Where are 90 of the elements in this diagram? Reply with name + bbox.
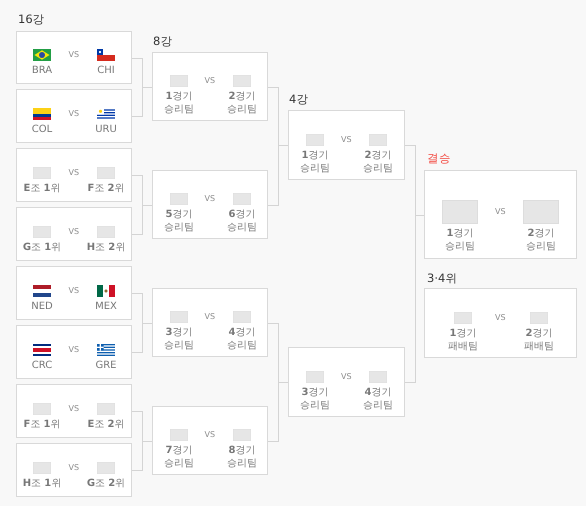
- connector-line: [142, 205, 152, 206]
- team-label: 1경기 승리팀: [164, 90, 194, 116]
- connector-line: [268, 323, 279, 383]
- team-label: 4경기 승리팀: [363, 386, 393, 412]
- match-box: [424, 170, 577, 259]
- team-label: 1경기 패배팀: [448, 327, 478, 353]
- connector-line: [132, 441, 143, 471]
- vs-label: VS: [495, 207, 506, 217]
- connector-line: [268, 145, 279, 206]
- vs-label: VS: [68, 50, 80, 60]
- match-box: [16, 89, 132, 143]
- team-label: GRE: [95, 359, 116, 372]
- team-label: F조 1위: [24, 418, 60, 431]
- round-heading: 16강: [18, 12, 45, 27]
- match-box: [424, 288, 577, 358]
- match-box: [16, 266, 132, 320]
- connector-line: [278, 382, 288, 383]
- connector-line: [142, 87, 152, 88]
- connector-line: [404, 215, 416, 383]
- team-label: F조 2위: [88, 182, 124, 195]
- match-box: [16, 384, 132, 438]
- match-box: [16, 207, 132, 261]
- team-label: 1경기 승리팀: [445, 227, 475, 253]
- connector-line: [132, 293, 143, 324]
- team-label: NED: [31, 300, 53, 313]
- vs-label: VS: [204, 194, 216, 204]
- team-label: H조 2위: [86, 241, 126, 254]
- connector-line: [132, 323, 143, 353]
- vs-label: VS: [68, 168, 80, 178]
- connector-line: [404, 145, 416, 216]
- team-label: 2경기 패배팀: [524, 327, 554, 353]
- team-label: CRC: [32, 359, 52, 372]
- vs-label: VS: [341, 135, 352, 145]
- connector-line: [132, 87, 143, 117]
- round-heading: 3·4위: [427, 271, 458, 286]
- team-label: 3경기 승리팀: [164, 326, 194, 352]
- round-heading: 4강: [289, 92, 308, 107]
- team-label: BRA: [32, 64, 52, 77]
- connector-line: [142, 441, 152, 442]
- connector-line: [132, 205, 143, 235]
- vs-label: VS: [341, 372, 352, 382]
- team-label: URU: [95, 123, 117, 136]
- team-label: H조 1위: [22, 477, 62, 490]
- team-label: 3경기 승리팀: [300, 386, 330, 412]
- connector-line: [268, 87, 279, 146]
- team-label: E조 1위: [24, 182, 60, 195]
- vs-label: VS: [204, 312, 216, 322]
- vs-label: VS: [495, 313, 506, 323]
- match-box: [152, 406, 268, 475]
- team-label: CHI: [97, 64, 115, 77]
- match-box: [152, 170, 268, 239]
- vs-label: VS: [68, 463, 80, 473]
- connector-line: [132, 175, 143, 206]
- team-label: G조 1위: [22, 241, 62, 254]
- team-label: 8경기 승리팀: [227, 444, 257, 470]
- vs-label: VS: [68, 227, 80, 237]
- vs-label: VS: [204, 430, 216, 440]
- team-label: G조 2위: [86, 477, 126, 490]
- team-label: 1경기 승리팀: [300, 149, 330, 175]
- team-label: MEX: [95, 300, 117, 313]
- connector-line: [142, 323, 152, 324]
- match-box: [16, 31, 132, 84]
- connector-line: [132, 411, 143, 442]
- team-label: 2경기 승리팀: [526, 227, 556, 253]
- team-label: 5경기 승리팀: [164, 208, 194, 234]
- vs-label: VS: [204, 76, 216, 86]
- team-label: 6경기 승리팀: [227, 208, 257, 234]
- connector-line: [132, 58, 143, 88]
- team-label: E조 2위: [88, 418, 124, 431]
- connector-line: [278, 145, 288, 146]
- match-box: [288, 347, 405, 417]
- match-box: [288, 110, 405, 180]
- team-label: 2경기 승리팀: [227, 90, 257, 116]
- team-label: 7경기 승리팀: [164, 444, 194, 470]
- match-box: [16, 325, 132, 379]
- team-label: COL: [32, 123, 52, 136]
- connector-line: [268, 382, 279, 442]
- connector-line: [415, 215, 424, 216]
- team-label: 4경기 승리팀: [227, 326, 257, 352]
- match-box: [152, 52, 268, 121]
- match-box: [16, 443, 132, 497]
- vs-label: VS: [68, 286, 80, 296]
- match-box: [152, 288, 268, 357]
- vs-label: VS: [68, 345, 80, 355]
- round-heading: 8강: [153, 34, 172, 49]
- match-box: [16, 148, 132, 202]
- round-heading: 결승: [427, 151, 451, 166]
- vs-label: VS: [68, 109, 80, 119]
- team-label: 2경기 승리팀: [363, 149, 393, 175]
- vs-label: VS: [68, 404, 80, 414]
